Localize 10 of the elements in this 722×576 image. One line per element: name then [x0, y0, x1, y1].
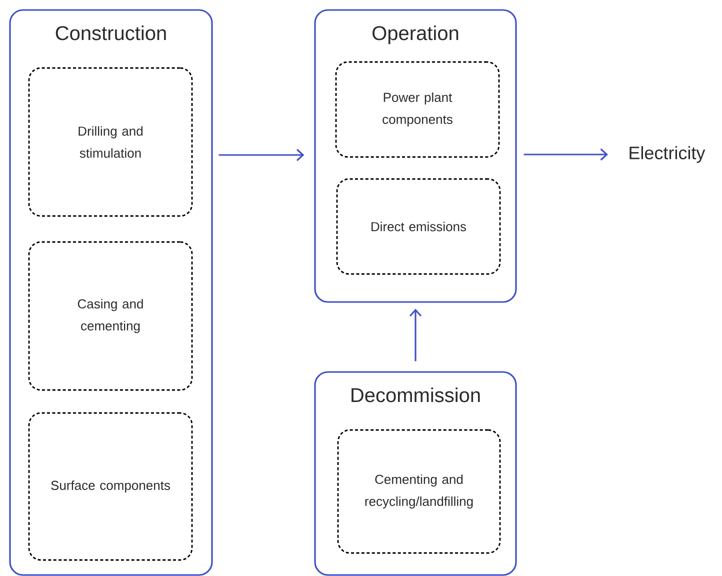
arrow: [218, 148, 304, 162]
output-label: Electricity: [630, 146, 706, 163]
step-box: Drilling and stimulation: [28, 67, 193, 217]
arrow: [409, 308, 422, 362]
step-box: Casing and cementing: [28, 241, 193, 391]
step-box: Surface components: [28, 412, 193, 561]
step-box: Cementing and recycling/landfilling: [337, 429, 501, 554]
arrow: [524, 148, 608, 161]
step-box: Direct emissions: [336, 178, 501, 275]
step-box: Power plant components: [335, 61, 500, 158]
